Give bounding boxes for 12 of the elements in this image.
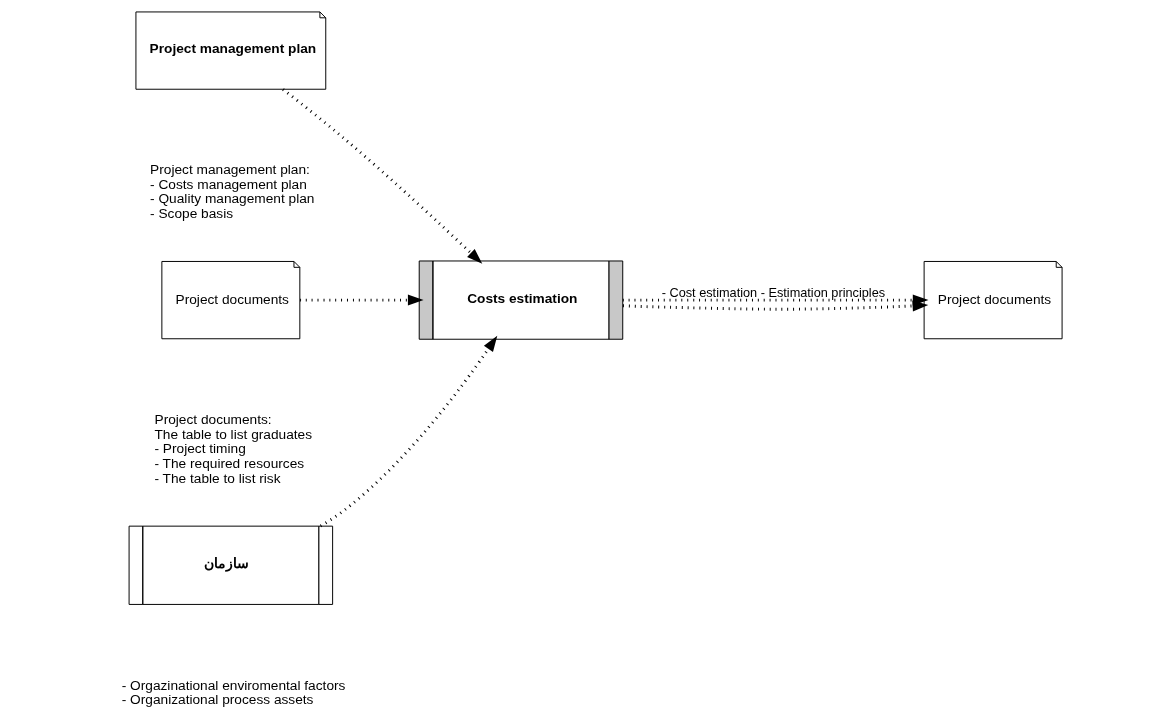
node-label: - The table to list risk [154,470,281,486]
node-label: - Costs management plan [149,176,307,192]
node-label: - Organizational process assets [121,692,313,708]
edge-label: - Cost estimation - Estimation principles [661,284,885,300]
node-label: - Orgazinational enviromental factors [121,677,345,693]
node-label: Project management plan: [149,162,310,178]
node-label: - Project timing [154,441,246,457]
node-label: - The required resources [154,456,304,472]
node-label: The table to list graduates [154,426,312,442]
node-label: Project documents: [154,412,272,428]
node-label: - Quality management plan [149,191,314,207]
node-label: - Scope basis [149,206,233,222]
